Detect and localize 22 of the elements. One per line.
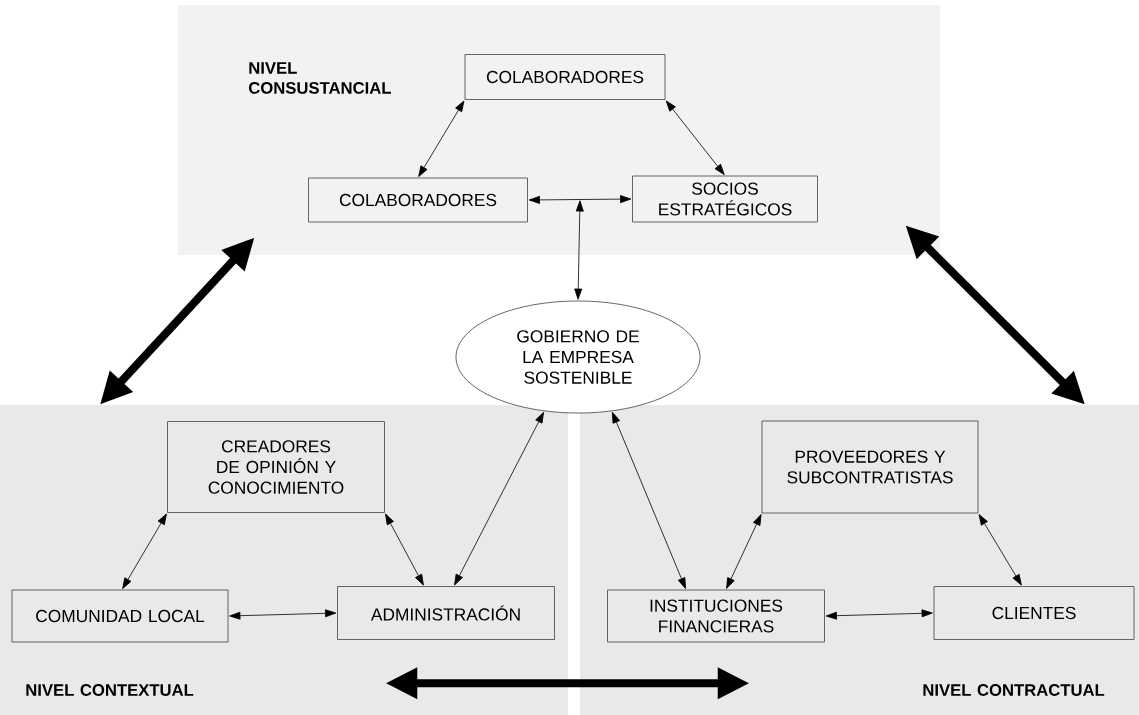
process-box: PROVEEDORES Y SUBCONTRATISTAS <box>761 420 979 514</box>
process-box: ADMINISTRACIÓN <box>337 586 555 640</box>
arrow <box>574 200 584 300</box>
process-box: SOCIOS ESTRATÉGICOS <box>632 175 818 223</box>
process-box: COLABORADORES <box>464 54 666 100</box>
arrow <box>978 514 1022 586</box>
process-box: CREADORES DE OPINIÓN Y CONOCIMIENTO <box>167 421 385 513</box>
ellipse-node: GOBIERNO DE LA EMPRESA SOSTENIBLE <box>455 300 701 414</box>
arrow <box>528 195 632 204</box>
process-box: COMUNIDAD LOCAL <box>11 589 229 643</box>
arrow <box>454 411 544 586</box>
arrow <box>611 411 686 589</box>
arrow <box>229 609 337 620</box>
arrow <box>726 514 762 589</box>
arrow <box>122 513 167 589</box>
arrow <box>825 609 933 620</box>
process-box: COLABORADORES <box>308 177 528 223</box>
process-box: INSTITUCIONES FINANCIERAS <box>607 589 825 643</box>
process-box: CLIENTES <box>933 586 1135 640</box>
arrow <box>418 100 465 177</box>
arrow <box>385 513 424 586</box>
arrow <box>665 100 725 175</box>
